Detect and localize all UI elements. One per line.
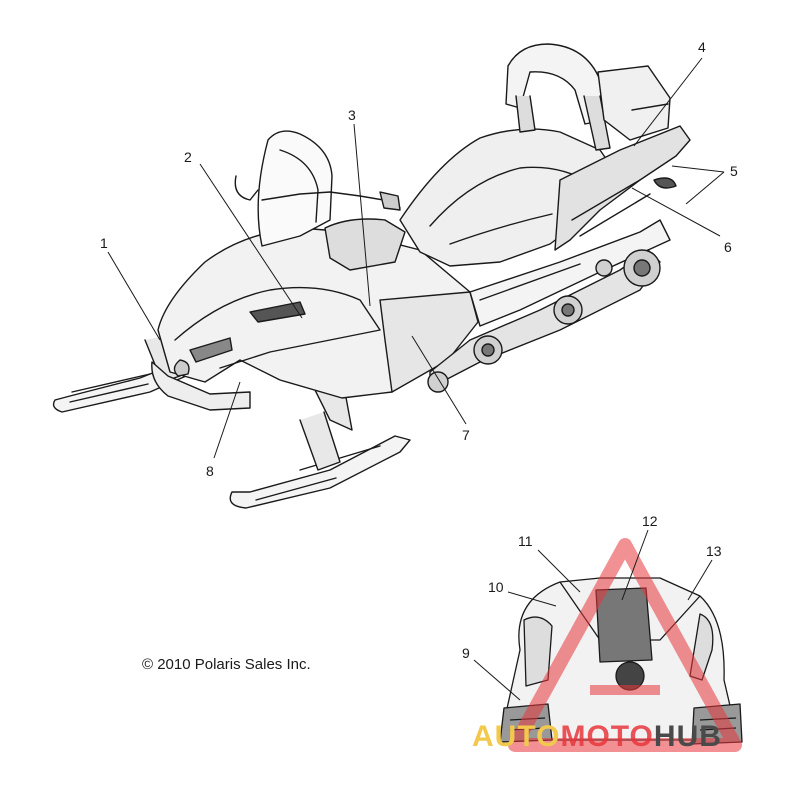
backrest xyxy=(505,43,605,125)
watermark-text-auto: AUTO xyxy=(472,720,561,753)
leader-2 xyxy=(199,163,303,319)
leader-8 xyxy=(213,381,241,459)
leader-13 xyxy=(687,559,713,601)
callout-2: 2 xyxy=(184,149,192,165)
watermark-text: AUTOMOTOHUB xyxy=(472,720,722,754)
leader-5 xyxy=(671,165,725,173)
tunnel xyxy=(469,219,671,327)
copyright-notice: © 2010 Polaris Sales Inc. xyxy=(142,656,311,673)
leader-7 xyxy=(411,335,467,425)
callout-12: 12 xyxy=(642,513,658,529)
leader-3 xyxy=(353,123,371,307)
callout-6: 6 xyxy=(724,239,732,255)
watermark-text-moto: MOTO xyxy=(560,720,654,753)
watermark-text-hub: HUB xyxy=(653,720,722,753)
rear-view-illustration xyxy=(499,577,743,745)
callout-7: 7 xyxy=(462,427,470,443)
callout-4: 4 xyxy=(698,39,706,55)
callout-10: 10 xyxy=(488,579,504,595)
leader-10 xyxy=(507,591,557,607)
leader-4 xyxy=(633,57,703,147)
callout-13: 13 xyxy=(706,543,722,559)
leader-1 xyxy=(107,251,161,341)
callout-3: 3 xyxy=(348,107,356,123)
right-ski xyxy=(229,435,411,509)
callout-5: 5 xyxy=(730,163,738,179)
rear-rail xyxy=(554,125,691,251)
callout-8: 8 xyxy=(206,463,214,479)
callout-1: 1 xyxy=(100,235,108,251)
leader-5b xyxy=(685,171,725,205)
leader-6 xyxy=(631,187,721,237)
callout-11: 11 xyxy=(518,533,533,549)
callout-9: 9 xyxy=(462,645,470,661)
windshield xyxy=(257,130,333,247)
rear-storage-box xyxy=(597,65,671,141)
snowmobile-illustration xyxy=(52,43,691,509)
leader-lines xyxy=(107,57,725,701)
leader-11 xyxy=(537,549,581,593)
bogie-wheels xyxy=(427,249,661,393)
watermark-logo xyxy=(508,538,742,752)
leader-9 xyxy=(473,659,521,701)
leader-12 xyxy=(621,529,649,601)
